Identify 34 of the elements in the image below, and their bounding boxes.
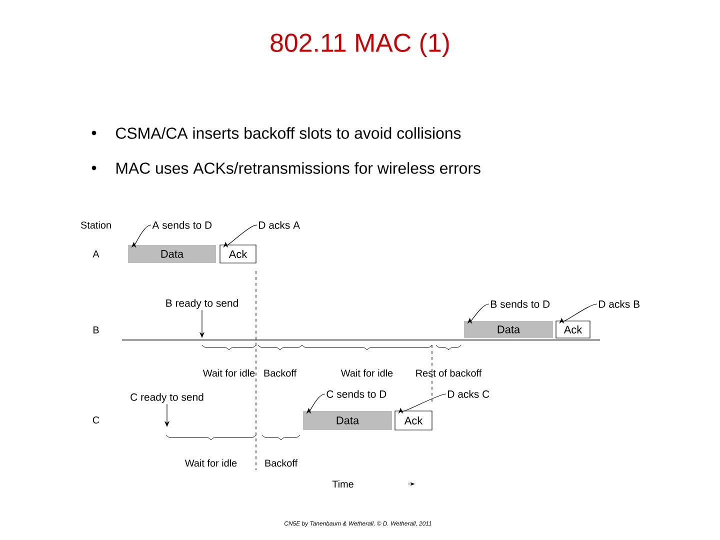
data-frame: Data (303, 411, 392, 430)
arrow (223, 224, 258, 248)
arrow (306, 394, 326, 414)
bullet-text: CSMA/CA inserts backoff slots to avoid collisions (116, 127, 461, 139)
callout-text: C ready to send (130, 393, 204, 403)
brace-label: Backoff (265, 459, 298, 467)
brace-label: Wait for idle (340, 369, 393, 377)
callout-text: D acks B (599, 300, 640, 308)
title: 802.11 MAC (1) (270, 32, 449, 58)
arrow (559, 304, 598, 324)
brace-label: Backoff (264, 369, 297, 377)
ack-frame: Ack (556, 320, 590, 338)
callout-text: D acks A (259, 221, 300, 229)
row-label: Station (80, 221, 111, 229)
brace-label: Wait for idle (202, 369, 255, 377)
axis-label: Time (332, 480, 354, 488)
ack-frame: Ack (394, 410, 432, 430)
data-frame: Data (128, 245, 216, 263)
callout-text: A sends to D (152, 221, 212, 229)
arrow (398, 394, 446, 414)
bullet-text: MAC uses ACKs/retransmissions for wireless errors (116, 162, 480, 174)
arrow (131, 224, 152, 248)
callout-text: B ready to send (166, 299, 238, 309)
row-label: C (92, 416, 100, 424)
ack-frame: Ack (220, 244, 256, 264)
brace-label: Rest of backoff (416, 369, 482, 377)
callout-text: C sends to D (326, 390, 386, 398)
row-label: B (94, 326, 99, 334)
callout-text: D acks C (448, 390, 490, 398)
row-label: A (92, 250, 100, 258)
brace-label: Wait for idle (184, 459, 237, 467)
callout-text: B sends to D (491, 300, 550, 308)
data-frame: Data (464, 321, 553, 338)
arrow (467, 304, 490, 324)
